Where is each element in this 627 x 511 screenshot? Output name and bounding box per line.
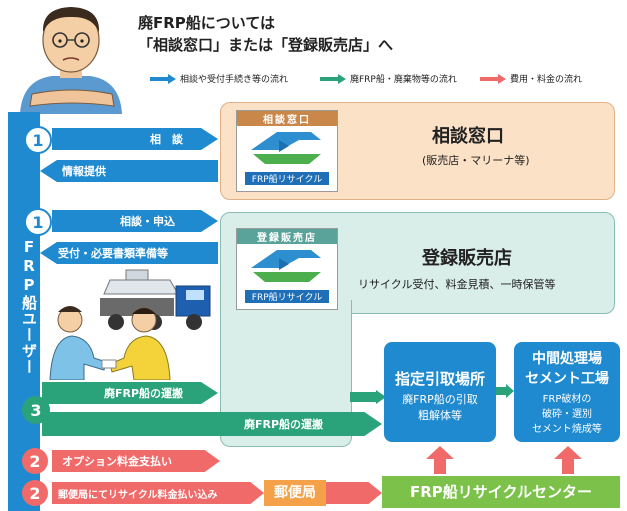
consultation-title: 相談窓口 xyxy=(432,126,504,147)
dealer-logo: 登録販売店 FRP船リサイクル xyxy=(236,228,338,310)
logo-tag: 相談窓口 xyxy=(237,111,337,126)
consult-apply-arrow-label: 相談・申込 xyxy=(120,215,175,228)
consultation-subtitle: (販売店・マリーナ等) xyxy=(422,154,530,167)
frp-user-bar xyxy=(8,112,40,511)
pickup-desc2: 粗解体等 xyxy=(418,409,462,422)
logo-caption: FRP船リサイクル xyxy=(245,290,329,303)
option-fee-label: オプション料金支払い xyxy=(62,455,172,468)
legend-label: 相談や受付手続き等の流れ xyxy=(180,75,289,85)
recycle-center-box: FRP船リサイクルセンター xyxy=(382,476,620,508)
step-number-1: 1 xyxy=(24,126,52,154)
processing-desc1: FRP破材の xyxy=(542,394,592,405)
worried-man-illustration xyxy=(20,7,122,114)
boat-truck-illustration xyxy=(100,269,211,330)
post-office-box: 郵便局 xyxy=(264,480,326,506)
transport-arrow-2 xyxy=(42,412,382,436)
reception-arrow xyxy=(40,242,218,264)
dealer-subtitle: リサイクル受付、料金見積、一時保管等 xyxy=(358,278,556,291)
handshake-people-illustration xyxy=(49,306,171,380)
step-number-1-second: 1 xyxy=(24,208,52,236)
transport-arrow-1-label: 廃FRP船の運搬 xyxy=(104,387,184,400)
processing-desc2: 破砕・選別 xyxy=(542,409,592,420)
blue-arrow-icon xyxy=(150,73,176,84)
processing-title1: 中間処理場 xyxy=(532,351,602,367)
info-arrow-label: 情報提供 xyxy=(62,165,106,178)
designated-pickup-box: 指定引取場所 廃FRP船の引取 粗解体等 xyxy=(384,342,496,442)
post-to-center-arrow xyxy=(326,482,382,504)
pickup-title: 指定引取場所 xyxy=(394,370,485,388)
pickup-to-processing-arrow xyxy=(496,384,514,398)
post-fee-label: 郵便局にてリサイクル料金払い込み xyxy=(58,490,218,501)
green-arrow-icon xyxy=(320,73,346,84)
consult-arrow-label: 相 談 xyxy=(150,133,183,146)
transport-arrow-2-label: 廃FRP船の運搬 xyxy=(244,418,324,431)
recycle-boat-logo-icon xyxy=(251,250,321,282)
consult-apply-arrow xyxy=(52,210,218,232)
step-number-2-post: 2 xyxy=(22,480,48,506)
post-fee-arrow xyxy=(52,482,264,504)
fund-up-arrow-pickup xyxy=(426,446,454,474)
consult-arrow xyxy=(52,128,218,150)
recycle-boat-logo-icon xyxy=(251,132,321,164)
processing-title2: セメント工場 xyxy=(525,371,609,387)
red-arrow-icon xyxy=(480,73,506,84)
page-title: 廃FRP船については 「相談窓口」または「登録販売店」へ xyxy=(138,12,393,56)
legend-item-fee: 費用・料金の流れ xyxy=(480,72,582,85)
pickup-desc1: 廃FRP船の引取 xyxy=(402,393,478,406)
processing-desc3: セメント焼成等 xyxy=(532,424,602,435)
logo-tag: 登録販売店 xyxy=(237,229,337,244)
dealer-title: 登録販売店 xyxy=(422,248,512,269)
fund-up-arrow-processing xyxy=(554,446,582,474)
frp-user-label: FRP船ユーザー xyxy=(20,238,38,375)
title-line1: 廃FRP船については xyxy=(138,14,276,32)
reception-arrow-label: 受付・必要書類準備等 xyxy=(58,247,168,260)
consultation-logo: 相談窓口 FRP船リサイクル xyxy=(236,110,338,192)
legend-item-consult: 相談や受付手続き等の流れ xyxy=(150,72,288,85)
info-arrow xyxy=(40,160,218,182)
step-number-2: 2 xyxy=(22,448,48,474)
legend-item-waste: 廃FRP船・廃棄物等の流れ xyxy=(320,72,457,85)
transport-arrow-1 xyxy=(42,382,218,404)
logo-caption: FRP船リサイクル xyxy=(245,172,329,185)
dealer-to-pickup-arrow xyxy=(350,390,386,404)
title-line2: 「相談窓口」または「登録販売店」へ xyxy=(138,36,394,54)
legend-label: 廃FRP船・廃棄物等の流れ xyxy=(350,75,457,85)
option-fee-arrow xyxy=(52,450,220,472)
processing-facility-box: 中間処理場 セメント工場 FRP破材の 破砕・選別 セメント焼成等 xyxy=(514,342,620,442)
legend-label: 費用・料金の流れ xyxy=(510,75,583,85)
